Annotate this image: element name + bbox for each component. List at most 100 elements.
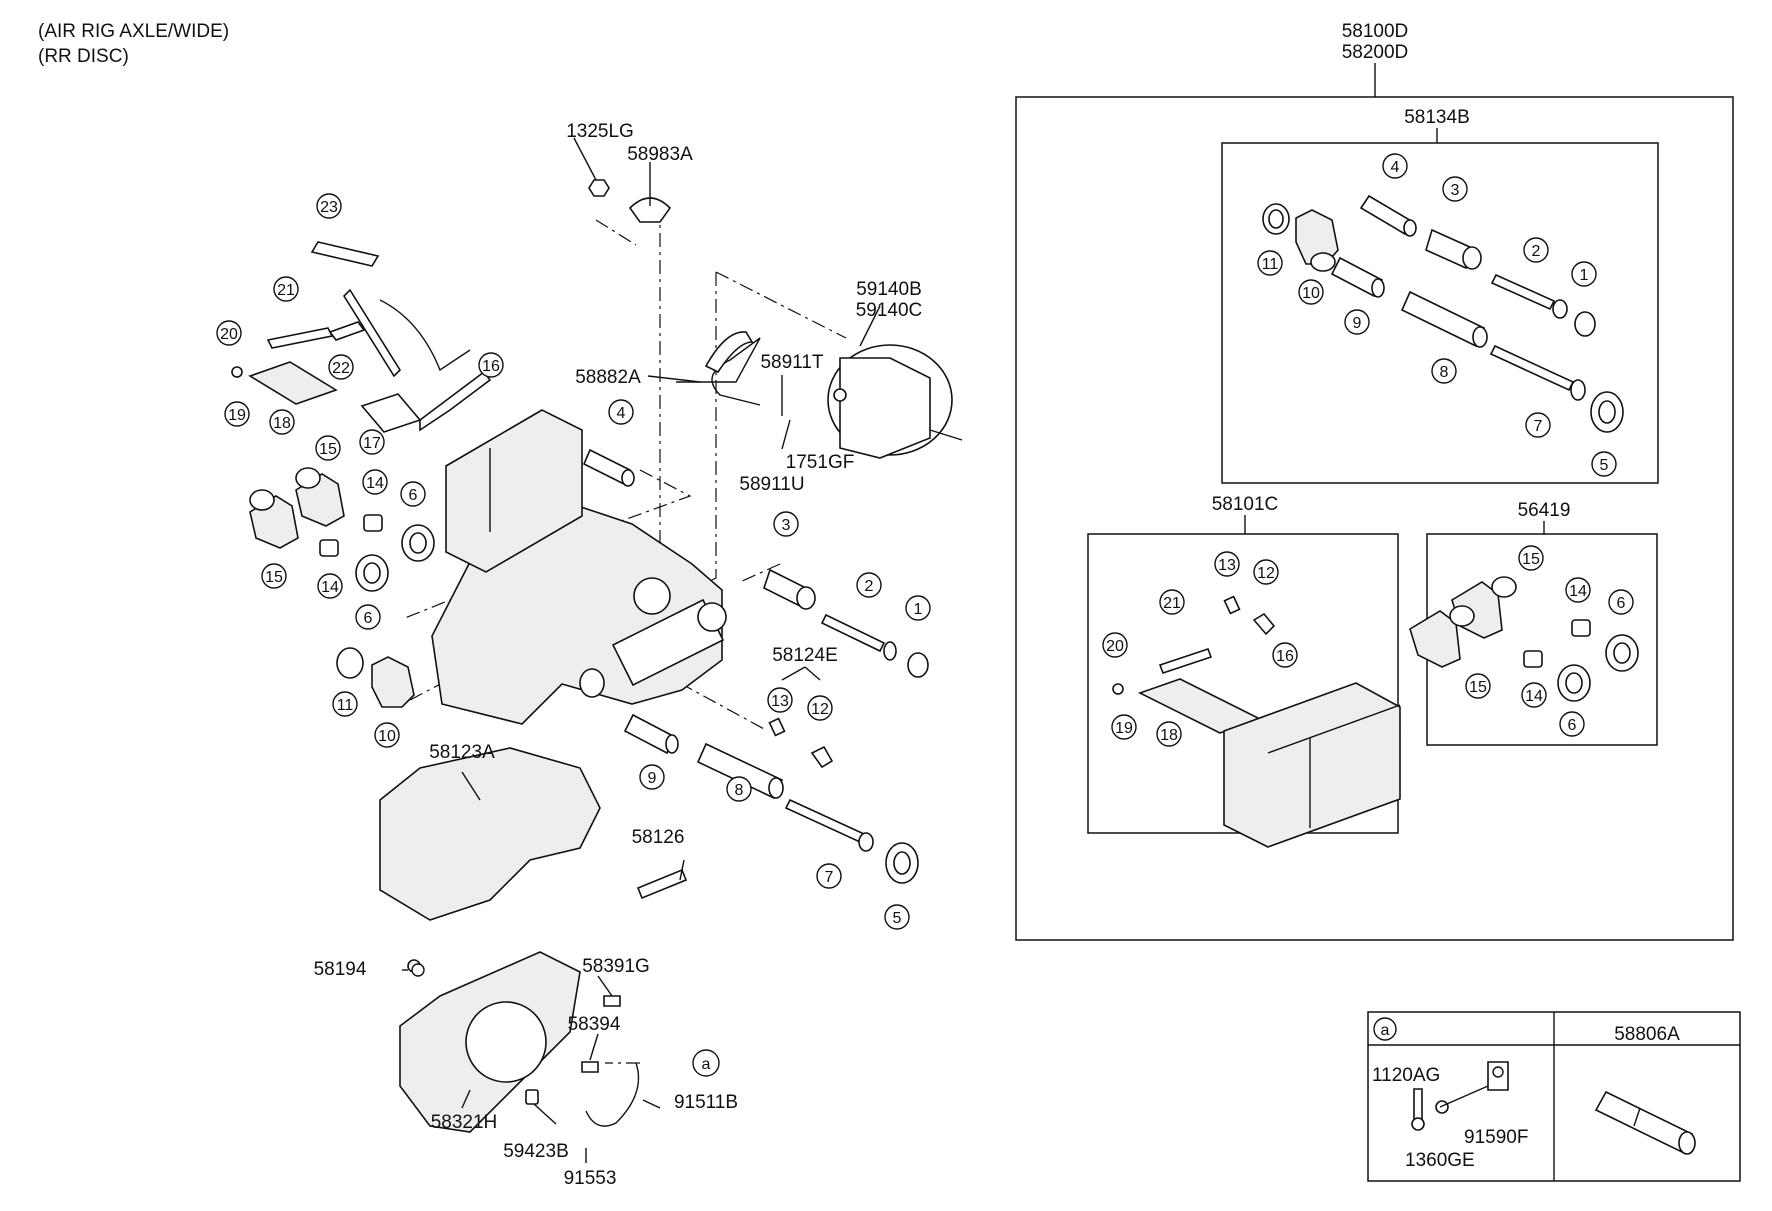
nut-1325LG: [588, 179, 610, 197]
guide-pins: [336, 448, 929, 900]
callout-number-main-c18: 18: [273, 415, 291, 432]
label-58911U: 58911U: [739, 474, 804, 495]
callout-number-k101-c16: 16: [1276, 648, 1294, 665]
callout-number-main-c8: 8: [735, 782, 744, 799]
callout-circle-main-c10: [374, 722, 400, 748]
callout-circle-main-c6b: [355, 604, 381, 630]
callout-number-k101-c12: 12: [1257, 565, 1275, 582]
callout-circle-main-c6: [400, 481, 426, 507]
callout-number-k101-c19: 19: [1115, 720, 1133, 737]
callout-number-k134-c2: 2: [1532, 243, 1541, 260]
label-58123A: 58123A: [429, 742, 495, 763]
callout-number-k134-c1: 1: [1580, 267, 1589, 284]
label-1360GE: 1360GE: [1405, 1150, 1475, 1171]
callout-circle-main-c15b: [261, 563, 287, 589]
label-91553: 91553: [564, 1168, 617, 1189]
callout-circle-k419-c6b: [1559, 711, 1585, 737]
label-1325LG: 1325LG: [566, 121, 634, 142]
callout-circle-k134-c11: [1257, 250, 1283, 276]
callout-circle-k419-c15b: [1465, 673, 1491, 699]
callout-circle-main-c13: [767, 687, 793, 713]
callout-number-main-c7: 7: [825, 869, 834, 886]
label-58391G: 58391G: [582, 956, 650, 977]
header-line-1: (AIR RIG AXLE/WIDE): [38, 21, 229, 42]
callout-circle-main-c3: [773, 511, 799, 537]
kit-code-58100D: 58100D: [1342, 21, 1409, 42]
label-58983A: 58983A: [627, 144, 693, 165]
boots-and-seals: [249, 467, 435, 592]
label-58194: 58194: [314, 959, 367, 980]
callout-circle-k134-c8: [1431, 358, 1457, 384]
callout-number-main-c15b: 15: [265, 569, 283, 586]
label-1751GF: 1751GF: [786, 452, 855, 473]
kit-56419-parts: [1409, 576, 1639, 702]
callout-number-main-c2: 2: [865, 578, 874, 595]
label-58806A: 58806A: [1614, 1024, 1680, 1045]
kit-box-58134B-label: 58134B: [1404, 107, 1470, 128]
label-58126: 58126: [632, 827, 685, 848]
callout-circle-k134-c5: [1591, 451, 1617, 477]
legend-box: a 58806A 1120AG 91590F 1360GE: [1367, 1011, 1741, 1182]
label-59140C: 59140C: [856, 300, 923, 321]
callout-number-k134-c7: 7: [1534, 418, 1543, 435]
label-58321H: 58321H: [431, 1112, 498, 1133]
callout-circle-k134-c10: [1298, 279, 1324, 305]
label-59140B: 59140B: [856, 279, 922, 300]
main-part-labels: 1325LG 58983A 59140B 59140C 58882A 58911…: [314, 121, 923, 1189]
callout-number-main-c15a: 15: [319, 441, 337, 458]
label-58394: 58394: [568, 1014, 621, 1035]
callout-number-k134-c8: 8: [1440, 364, 1449, 381]
callout-circle-k101-c12: [1253, 559, 1279, 585]
callout-number-main-c9: 9: [648, 770, 657, 787]
label-1120AG: 1120AG: [1372, 1065, 1440, 1086]
bracket-58983A: [628, 197, 672, 223]
callout-number-main-c14b: 14: [321, 579, 339, 596]
callout-circle-k419-c14a: [1565, 577, 1591, 603]
callout-number-k134-c11: 11: [1262, 256, 1279, 273]
callout-circle-k101-c19: [1111, 714, 1137, 740]
kit-box-56419-label: 56419: [1518, 500, 1571, 521]
callout-circle-k134-c1: [1571, 261, 1597, 287]
brake-pads-16: [419, 370, 583, 573]
legend-ref-a: a: [1381, 1022, 1390, 1039]
callout-number-main-c17: 17: [363, 435, 381, 452]
callout-number-main-c3: 3: [782, 517, 791, 534]
callout-circle-main-c5: [884, 904, 910, 930]
callout-circle-main-c12: [807, 695, 833, 721]
kit-code-58200D: 58200D: [1342, 42, 1409, 63]
label-59423B: 59423B: [503, 1141, 569, 1162]
callout-number-k101-c18: 18: [1160, 727, 1178, 744]
callout-circle-main-c4: [608, 399, 634, 425]
callout-number-main-c13: 13: [771, 693, 789, 710]
callout-number-k101-c13: 13: [1218, 557, 1236, 574]
retainer-hardware: [231, 241, 471, 433]
callout-circle-k134-c3: [1442, 176, 1468, 202]
callout-number-k419-c6a: 6: [1617, 595, 1626, 612]
callout-circle-main-c11: [332, 691, 358, 717]
callout-number-k419-c15a: 15: [1522, 551, 1540, 568]
callout-number-k134-c3: 3: [1451, 182, 1460, 199]
callout-circle-main-c9: [639, 764, 665, 790]
brake-chamber: [827, 344, 963, 459]
callout-number-k419-c15b: 15: [1469, 679, 1487, 696]
callout-number-main-c11: 11: [337, 697, 354, 714]
callout-circle-main-c17: [359, 429, 385, 455]
callout-circle-k101-c21: [1159, 589, 1185, 615]
callout-number-main-c10: 10: [378, 728, 396, 745]
callout-number-main-c21: 21: [277, 282, 295, 299]
kit-58101C-parts: [1112, 595, 1401, 848]
callout-number-main-c19: 19: [228, 407, 246, 424]
callout-number-main-c12: 12: [811, 701, 829, 718]
header-line-2: (RR DISC): [38, 46, 129, 67]
callout-circle-k134-c9: [1344, 309, 1370, 335]
callout-circle-k419-c14b: [1521, 682, 1547, 708]
callout-circle-k134-c7: [1525, 412, 1551, 438]
kit-box-58101C-label: 58101C: [1212, 494, 1279, 515]
callout-circle-k101-c16: [1272, 642, 1298, 668]
callout-circle-k101-c20: [1102, 632, 1128, 658]
callout-circle-main-c20: [216, 320, 242, 346]
callout-circle-k419-c15a: [1518, 545, 1544, 571]
anchor-plate: [399, 951, 640, 1133]
label-91511B: 91511B: [674, 1092, 738, 1113]
